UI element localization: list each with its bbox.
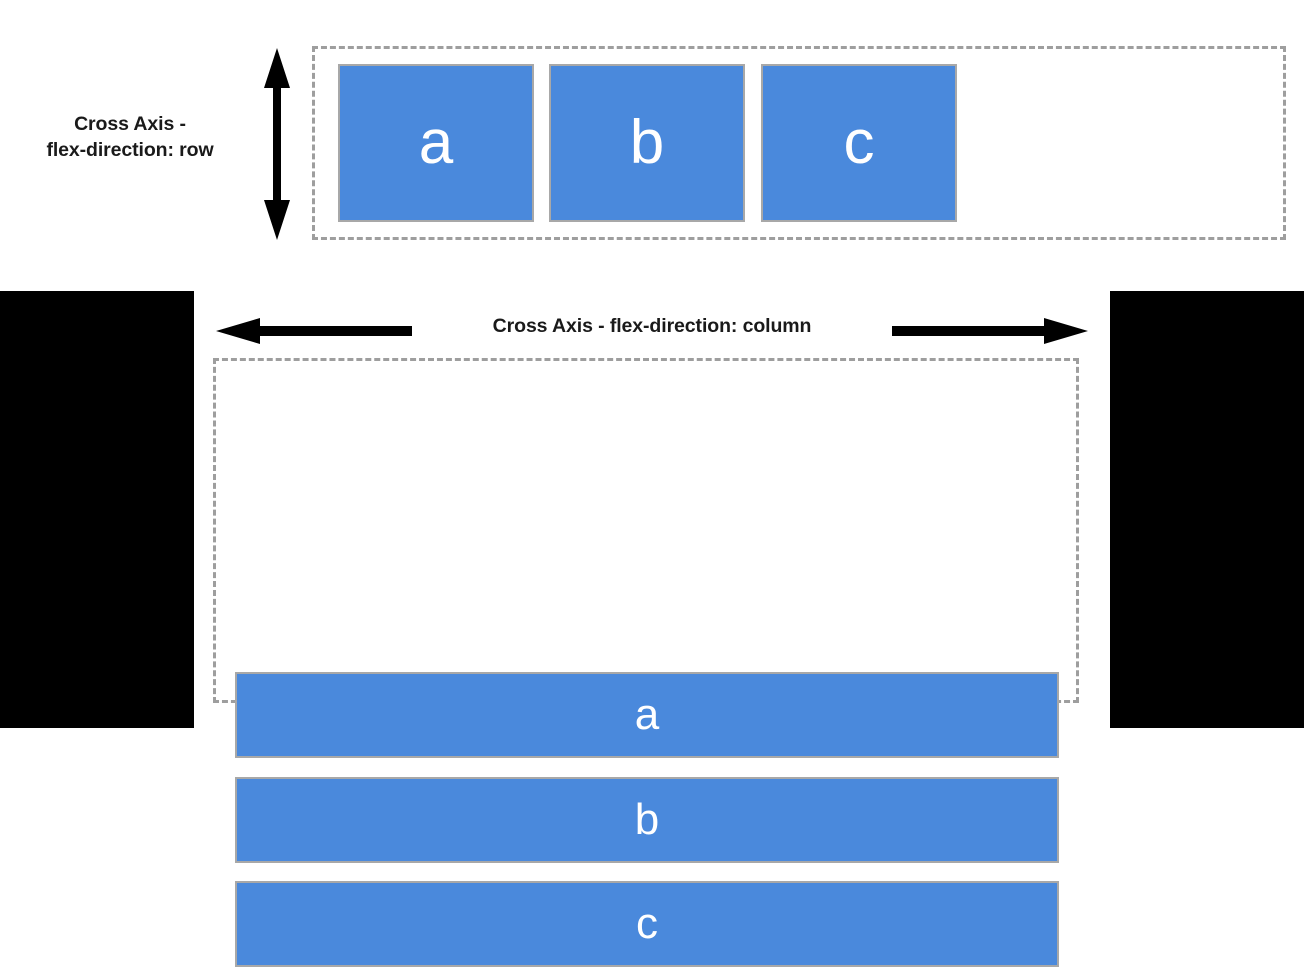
- row-flex-item-b[interactable]: b: [549, 64, 745, 222]
- row-flex-item-c[interactable]: c: [761, 64, 957, 222]
- column-flex-container: [213, 358, 1079, 703]
- column-cross-axis-label: Cross Axis - flex-direction: column: [492, 315, 812, 337]
- row-axis-label-line2: flex-direction: row: [46, 138, 214, 161]
- letterbox-bar-left: [0, 291, 194, 728]
- column-flex-item-a[interactable]: a: [235, 672, 1059, 758]
- column-flex-item-c[interactable]: c: [235, 881, 1059, 967]
- arrow-right-icon: [892, 316, 1088, 346]
- column-direction-section: Cross Axis - flex-direction: column a b …: [0, 291, 1304, 967]
- arrow-left-icon: [216, 316, 412, 346]
- letterbox-bar-right: [1110, 291, 1304, 728]
- vertical-double-arrow-icon: [262, 48, 292, 240]
- row-axis-label-line1: Cross Axis -: [74, 113, 186, 135]
- column-flex-item-b[interactable]: b: [235, 777, 1059, 863]
- row-cross-axis-label: Cross Axis - flex-direction: row: [0, 112, 260, 163]
- row-direction-section: Cross Axis - flex-direction: row a b c: [0, 0, 1304, 291]
- row-flex-item-a[interactable]: a: [338, 64, 534, 222]
